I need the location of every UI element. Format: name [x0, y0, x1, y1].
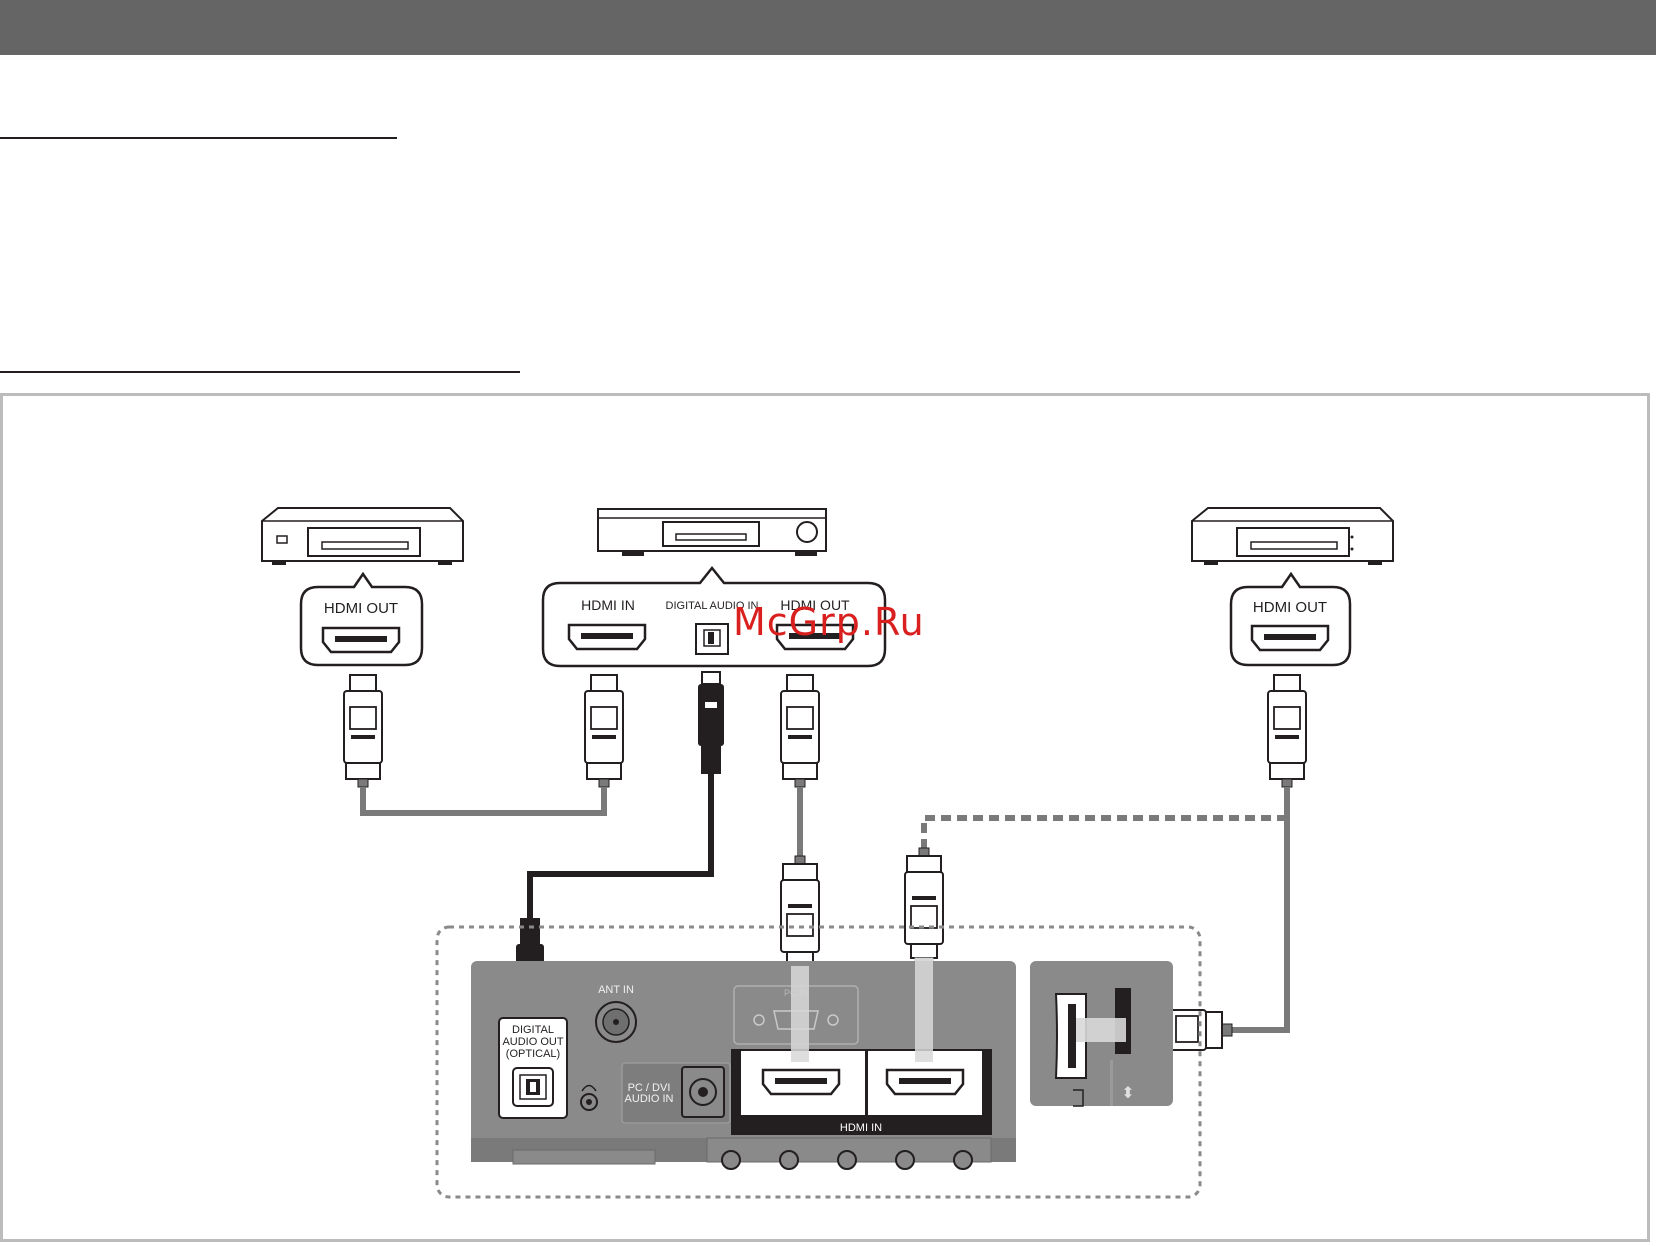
right-hdmi-port-icon	[1250, 624, 1330, 652]
tv-hdmi-in-block: HDMI IN	[731, 1049, 992, 1135]
watermark: McGrp.Ru	[733, 600, 925, 644]
optical-out-label-1: DIGITAL	[512, 1024, 554, 1036]
optical-out-label-2: AUDIO OUT	[502, 1036, 563, 1048]
optical-out-port: DIGITAL AUDIO OUT (OPTICAL)	[498, 1017, 568, 1119]
center-digital-audio-in-label: DIGITAL AUDIO IN	[666, 600, 759, 612]
pc-dvi-audio-label-2: AUDIO IN	[625, 1093, 674, 1105]
right-hdmi-out-label: HDMI OUT	[1253, 599, 1327, 616]
usb-icon: ⬍	[1121, 1085, 1134, 1102]
center-hdmi-in-port-icon	[567, 623, 647, 651]
right-hdmi-out-callout: HDMI OUT	[1229, 571, 1352, 667]
tv-hdmi-port-1-icon	[761, 1068, 841, 1096]
center-ports-callout: HDMI IN DIGITAL AUDIO IN HDMI OUT	[541, 565, 887, 668]
tv-side-panel: ⬍	[1030, 961, 1173, 1107]
tv-rear-panel-outline	[435, 925, 1202, 1199]
optical-out-label-3: (OPTICAL)	[506, 1048, 560, 1060]
left-bluray-player	[261, 507, 464, 565]
ant-in-label: ANT IN	[598, 984, 634, 996]
pc-dvi-audio-in: PC / DVI AUDIO IN	[621, 1062, 731, 1124]
hdmi-cable-left-to-receiver	[342, 673, 625, 816]
pc-dvi-audio-label-1: PC / DVI	[628, 1082, 671, 1094]
optical-port-icon	[695, 623, 729, 655]
center-av-receiver	[597, 508, 827, 556]
header-bar	[0, 0, 1656, 55]
right-bluray-player	[1191, 507, 1394, 565]
tv-hdmi-port-2-icon	[885, 1068, 965, 1096]
tv-main-panel: ANT IN DIGITAL AUDIO OUT (OPTICAL) PC / …	[471, 958, 1016, 1170]
ant-in-connector	[595, 1001, 637, 1043]
section-rule-2	[0, 371, 520, 373]
center-hdmi-out-label: HDMI OUT	[780, 597, 850, 613]
headphone-jack	[580, 1084, 598, 1111]
section-rule-1	[0, 137, 397, 139]
left-hdmi-port-icon	[321, 626, 401, 654]
center-hdmi-in-label: HDMI IN	[581, 597, 635, 613]
left-hdmi-out-label: HDMI OUT	[324, 600, 398, 617]
left-hdmi-out-callout: HDMI OUT	[299, 571, 424, 667]
tv-hdmi-in-label: HDMI IN	[840, 1122, 882, 1134]
